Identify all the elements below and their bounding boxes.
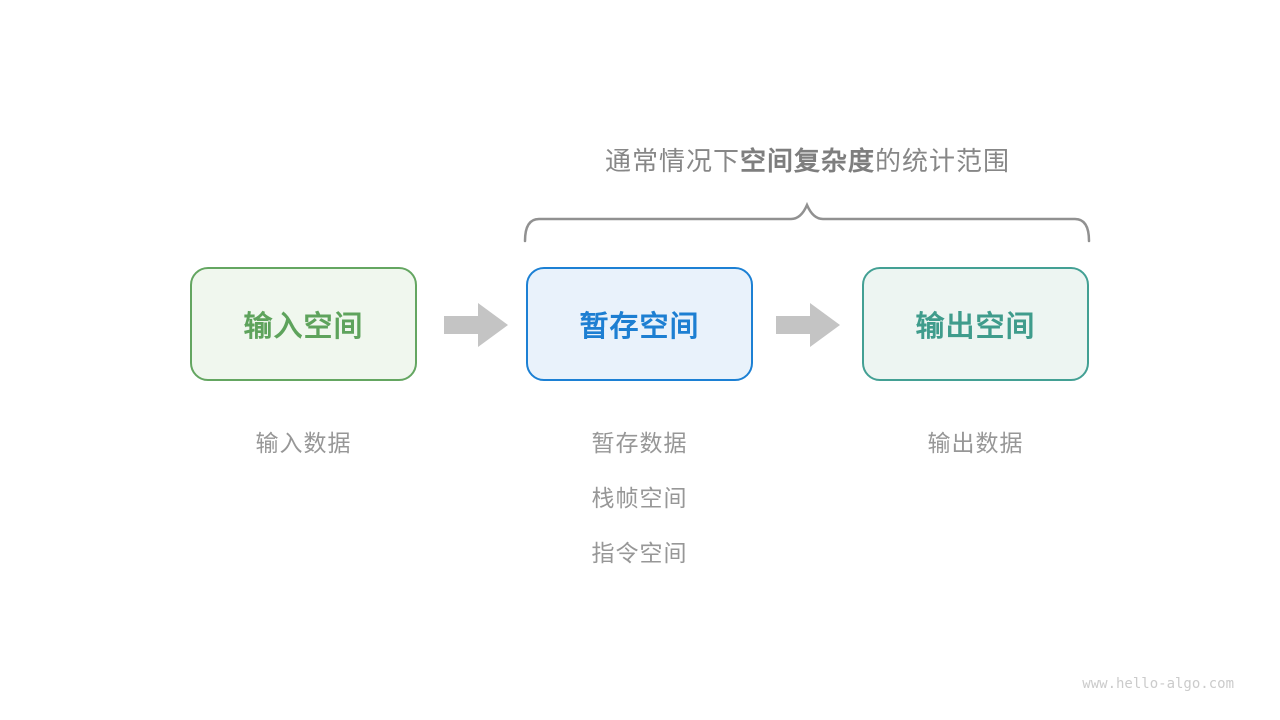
- box-output-space: 输出空间: [862, 267, 1089, 381]
- annotation-suffix: 的统计范围: [875, 147, 1011, 177]
- box-input-space: 输入空间: [190, 267, 417, 381]
- watermark: www.hello-algo.com: [1082, 676, 1234, 692]
- sublabel-input-data: 输入数据: [255, 431, 352, 457]
- box-input-space-label: 输入空间: [243, 309, 364, 343]
- box-temporary-space-label: 暂存空间: [579, 309, 700, 343]
- arrow-right-icon: [444, 303, 508, 347]
- sublabel-stack-frame-space: 栈帧空间: [591, 486, 688, 512]
- annotation-title: 通常情况下空间复杂度的统计范围: [525, 146, 1090, 178]
- annotation-prefix: 通常情况下: [604, 147, 740, 177]
- annotation-bold-term: 空间复杂度: [739, 147, 875, 177]
- sublabel-instruction-space: 指令空间: [591, 541, 688, 567]
- box-temporary-space: 暂存空间: [526, 267, 753, 381]
- curly-brace: [523, 201, 1091, 243]
- sublabel-column-temporary: 暂存数据 栈帧空间 指令空间: [526, 424, 753, 568]
- sublabel-temporary-data: 暂存数据: [591, 431, 688, 457]
- sublabel-output-data: 输出数据: [927, 431, 1024, 457]
- arrow-right-icon: [776, 303, 840, 347]
- box-output-space-label: 输出空间: [915, 309, 1036, 343]
